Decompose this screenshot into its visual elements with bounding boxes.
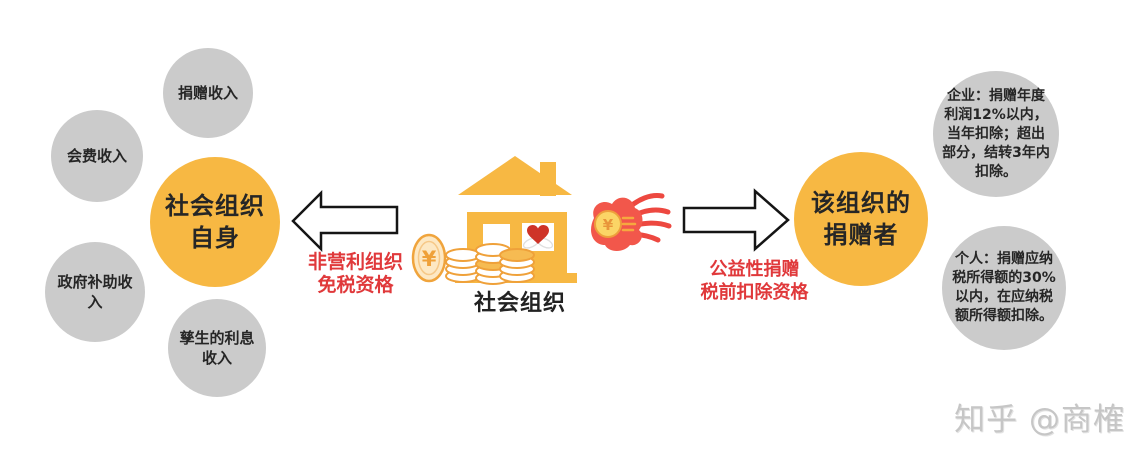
circle-enterprise-deduction-rule: 企业：捐赠年度 利润12%以内， 当年扣除；超出 部分，结转3年内 扣除。 [933, 71, 1059, 197]
circle-membership-income: 会费收入 [51, 110, 143, 202]
donating-hand-icon: ¥ [591, 193, 672, 251]
heart-icon [527, 225, 549, 244]
svg-text:¥: ¥ [603, 216, 614, 234]
svg-text:¥: ¥ [422, 247, 437, 271]
coins-icon: ¥ [411, 233, 535, 285]
circle-government-subsidy-income: 政府补助收 入 [45, 242, 145, 342]
left-arrow-icon [291, 189, 399, 253]
hub-social-organization-itself: 社会组织 自身 [150, 157, 280, 287]
house-label: 社会组织 [473, 291, 566, 316]
circle-individual-deduction-rule: 个人：捐赠应纳 税所得额的30% 以内，在应纳税 额所得额扣除。 [942, 226, 1066, 350]
caption-tax-exemption: 非营利组织 免税资格 [307, 251, 403, 296]
caption-pretax-deduction: 公益性捐赠 税前扣除资格 [700, 259, 809, 303]
hub-organization-donors: 该组织的 捐赠者 [794, 152, 928, 286]
circle-donation-income: 捐赠收入 [163, 48, 253, 138]
watermark: 知乎 @商榷 [954, 402, 1125, 438]
right-arrow-icon [682, 188, 790, 252]
circle-interest-income: 孳生的利息 收入 [168, 299, 266, 397]
